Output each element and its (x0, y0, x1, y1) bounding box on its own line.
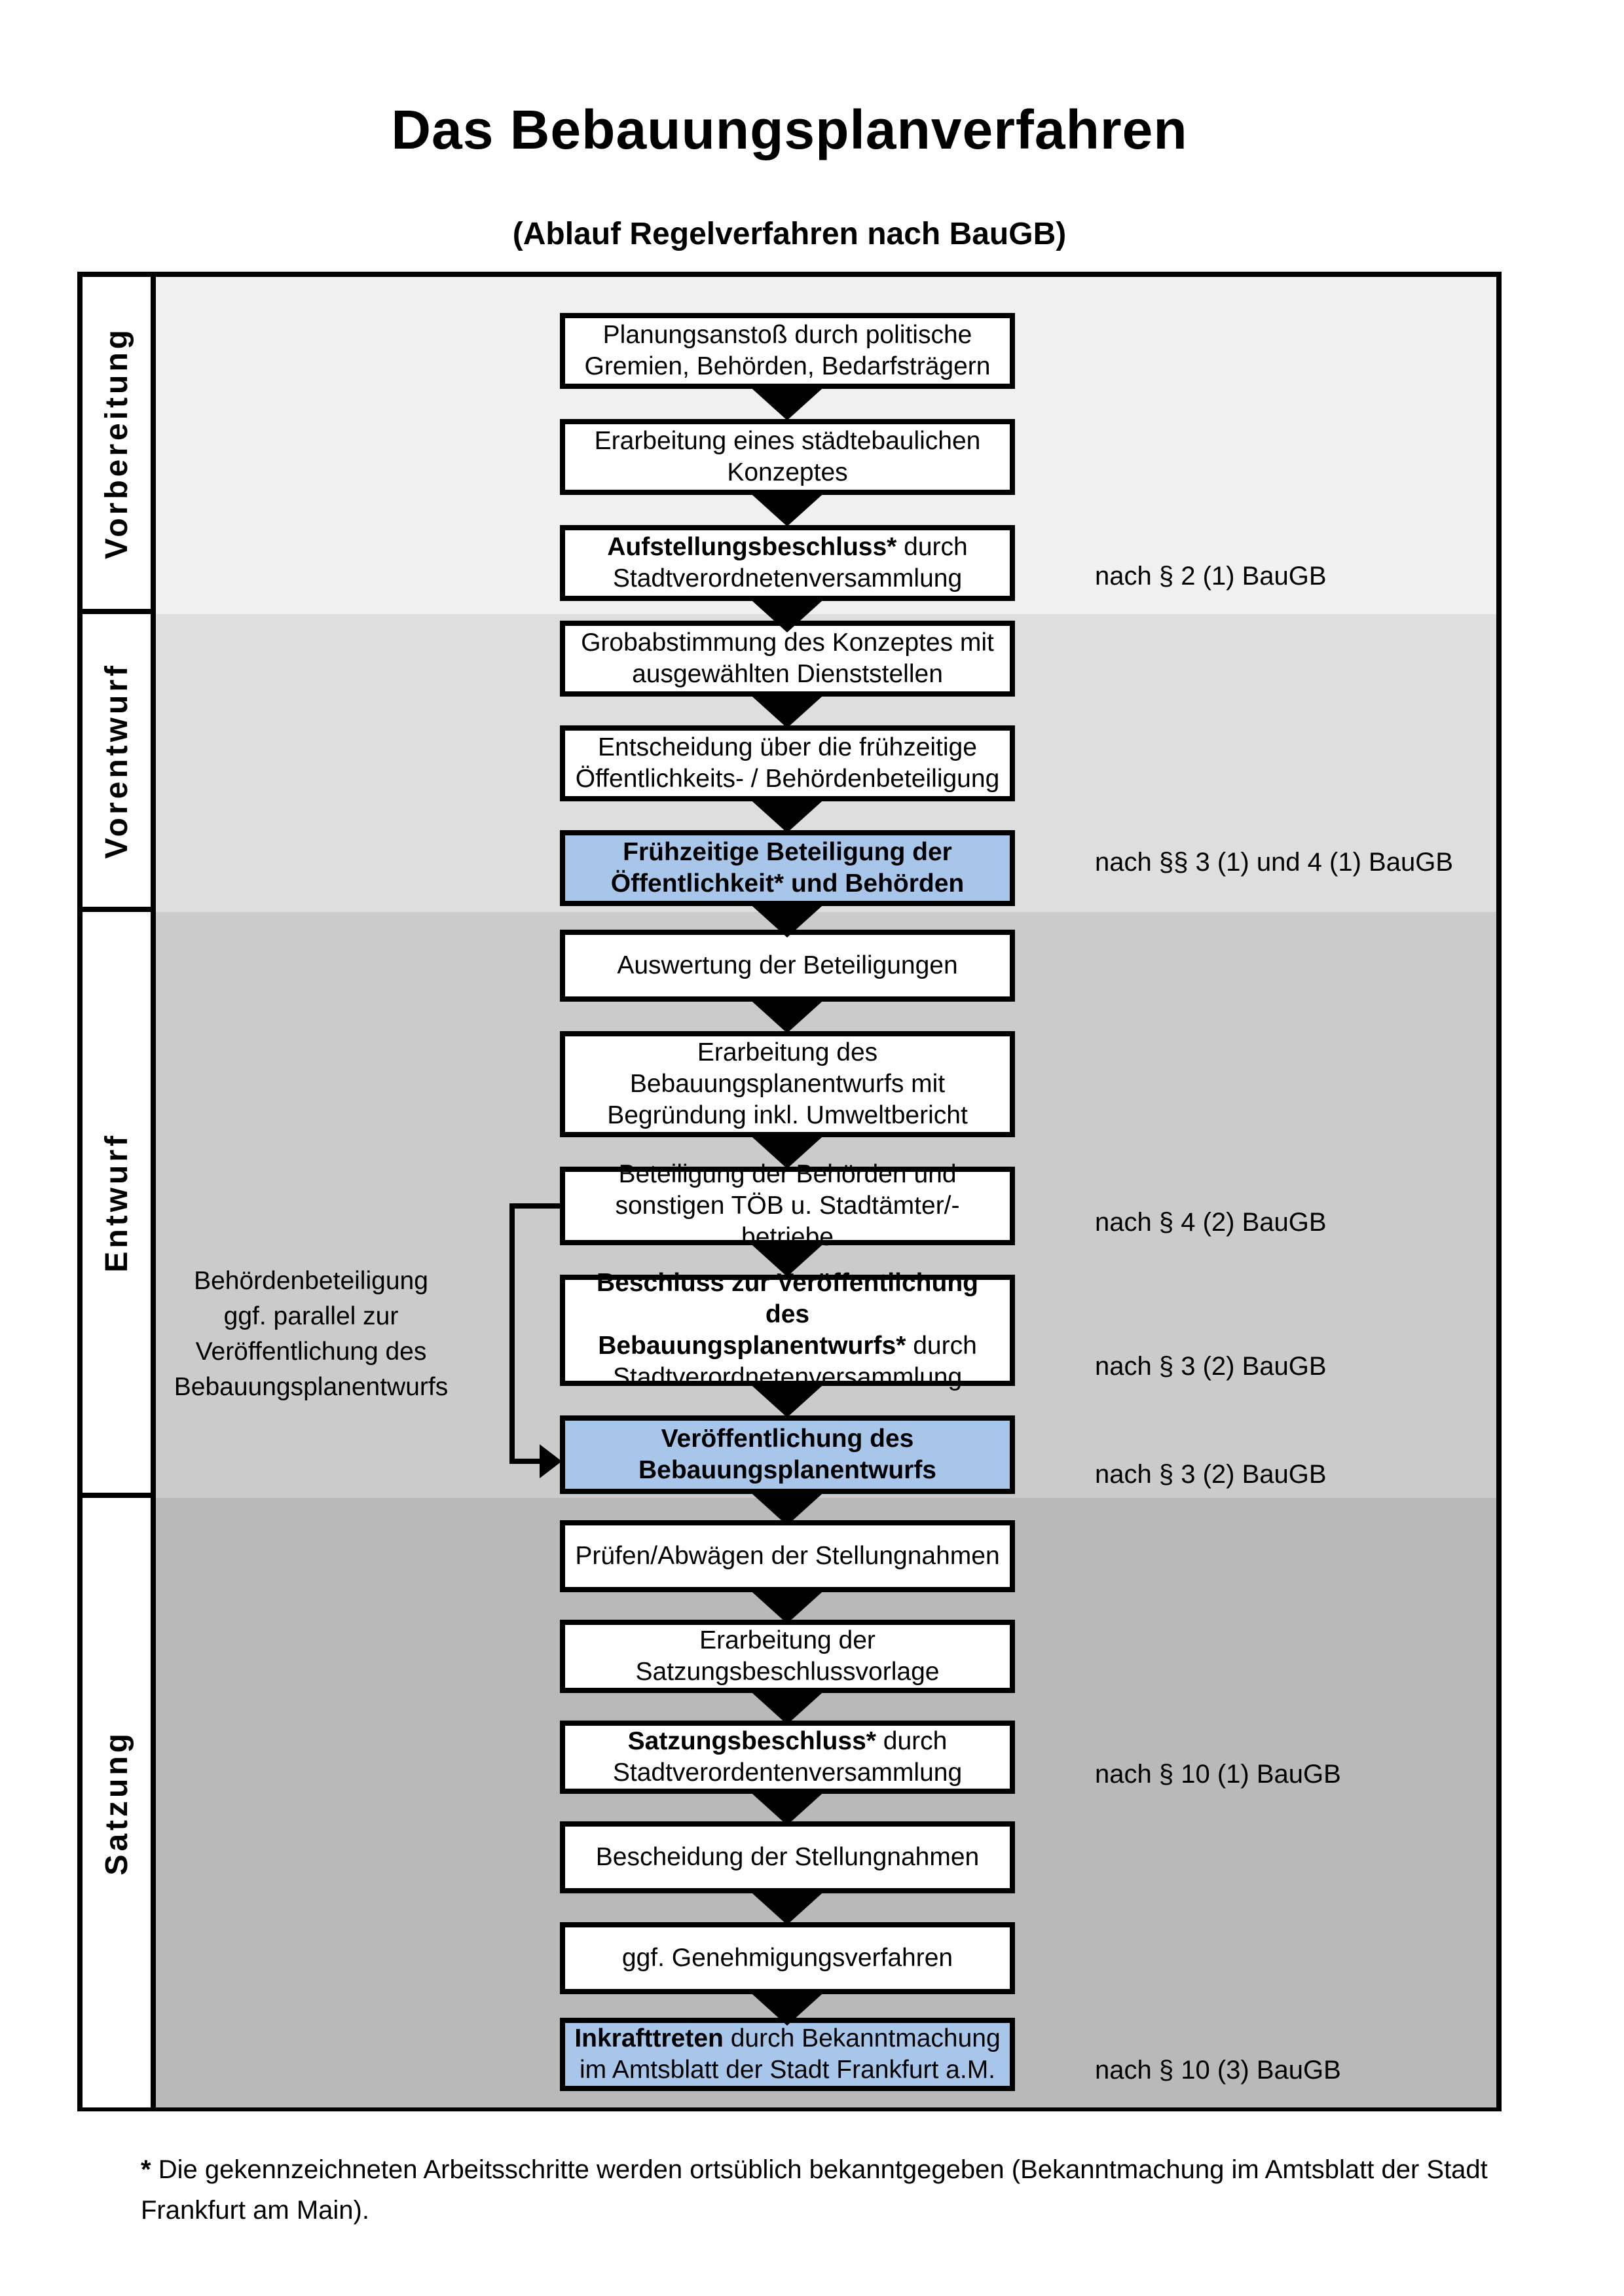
box-planungsanstoss: Planungsanstoß durch politische Gremien,… (560, 313, 1015, 389)
phase-label-vorentwurf: Vorentwurf (99, 662, 134, 859)
page-subtitle: (Ablauf Regelverfahren nach BauGB) (512, 217, 1067, 251)
box-auswertung-beteiligungen: Auswertung der Beteiligungen (560, 930, 1015, 1002)
box-staedtebauliches-konzept: Erarbeitung eines städtebaulichen Konzep… (560, 419, 1015, 495)
box-veroeffentlichung-entwurf: Veröffentlichung des Bebauungsplanentwur… (560, 1415, 1015, 1494)
box-fruehzeitige-beteiligung: Frühzeitige Beteiligung der Öffentlichke… (560, 830, 1015, 906)
phase-label-satzung: Satzung (99, 1730, 134, 1876)
arrow-down-icon (747, 796, 828, 833)
phase-label-cell-vorentwurf: Vorentwurf (83, 614, 156, 912)
box-aufstellungsbeschluss: Aufstellungsbeschluss* durch Stadtverord… (560, 525, 1015, 601)
arrow-down-icon (747, 1789, 828, 1825)
arrow-down-icon (747, 996, 828, 1033)
annotation-paragraph-2-1: nach § 2 (1) BauGB (1095, 562, 1327, 591)
footnote: * Die gekennzeichneten Arbeitsschritte w… (141, 2149, 1509, 2231)
annotation-paragraph-3-4: nach §§ 3 (1) und 4 (1) BauGB (1095, 848, 1453, 877)
arrow-down-icon (747, 1587, 828, 1624)
footnote-text: Die gekennzeichneten Arbeitsschritte wer… (141, 2155, 1488, 2225)
annotation-paragraph-10-3: nach § 10 (3) BauGB (1095, 2056, 1341, 2085)
box-satzungsbeschluss: Satzungsbeschluss* durch Stadtverordente… (560, 1721, 1015, 1794)
bracket-bottom-line (509, 1459, 544, 1464)
arrow-down-icon (747, 1489, 828, 1525)
phase-label-vorbereitung: Vorbereitung (99, 326, 134, 560)
arrow-down-icon (747, 384, 828, 420)
box-satzungsbeschlussvorlage: Erarbeitung der Satzungsbeschlussvorlage (560, 1620, 1015, 1693)
bracket-top-line (509, 1203, 560, 1209)
arrow-down-icon (747, 1688, 828, 1724)
phase-label-entwurf: Entwurf (99, 1132, 134, 1273)
arrow-down-icon (747, 596, 828, 632)
box-beschluss-veroeffentlichung: Beschluss zur Veröffentlichung des Bebau… (560, 1269, 1015, 1391)
arrow-down-icon (747, 1989, 828, 2026)
arrow-down-icon (747, 490, 828, 526)
arrow-down-icon (747, 1381, 828, 1417)
annotation-paragraph-10-1: nach § 10 (1) BauGB (1095, 1760, 1341, 1789)
phase-label-cell-satzung: Satzung (83, 1498, 156, 2107)
box-grobabstimmung: Grobabstimmung des Konzeptes mit ausgewä… (560, 621, 1015, 697)
annotation-paragraph-3-2-a: nach § 3 (2) BauGB (1095, 1352, 1327, 1381)
page-title: Das Bebauungsplanverfahren (391, 99, 1188, 160)
box-behoerdenbeteiligung: Beteiligung der Behörden und sonstigen T… (560, 1160, 1015, 1251)
annotation-paragraph-3-2-b: nach § 3 (2) BauGB (1095, 1460, 1327, 1489)
arrow-right-icon (540, 1444, 562, 1478)
phase-label-cell-entwurf: Entwurf (83, 912, 156, 1498)
box-bescheidung-stellungnahmen: Bescheidung der Stellungnahmen (560, 1821, 1015, 1893)
arrow-down-icon (747, 1240, 828, 1277)
box-erarbeitung-entwurf: Erarbeitung des Bebauungsplanentwurfs mi… (560, 1031, 1015, 1137)
annotation-paragraph-4-2: nach § 4 (2) BauGB (1095, 1208, 1327, 1237)
side-note-parallel: Behördenbeteiligung ggf. parallel zur Ve… (174, 1267, 449, 1401)
bracket-vertical-line (509, 1203, 515, 1464)
arrow-down-icon (747, 901, 828, 938)
footnote-star: * (141, 2155, 151, 2184)
box-pruefen-abwaegen: Prüfen/Abwägen der Stellungnahmen (560, 1520, 1015, 1592)
box-entscheidung-beteiligung: Entscheidung über die frühzeitige Öffent… (560, 725, 1015, 801)
box-inkrafttreten: Inkrafttreten durch Bekanntmachung im Am… (560, 2018, 1015, 2091)
arrow-down-icon (747, 1132, 828, 1169)
box-genehmigungsverfahren: ggf. Genehmigungsverfahren (560, 1922, 1015, 1994)
phase-label-cell-vorbereitung: Vorbereitung (83, 277, 156, 614)
arrow-down-icon (747, 691, 828, 728)
arrow-down-icon (747, 1888, 828, 1925)
